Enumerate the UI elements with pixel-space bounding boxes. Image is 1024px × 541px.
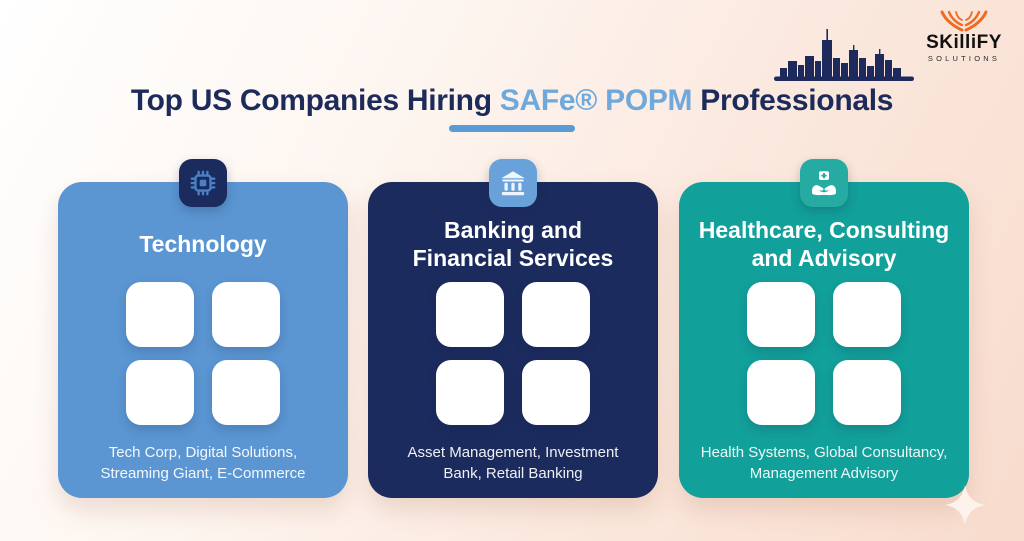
card-title-line: Healthcare, Consulting bbox=[698, 217, 950, 243]
card-title: Banking and Financial Services bbox=[413, 215, 614, 273]
brand-logo: SKilliFY SOLUTIONS bbox=[916, 10, 1012, 63]
card-title-line: Technology bbox=[139, 231, 267, 257]
companies-line: Tech Corp, Digital Solutions, bbox=[108, 444, 298, 461]
logo-placeholder bbox=[522, 360, 590, 425]
companies-line: Asset Management, Investment bbox=[407, 444, 619, 461]
card-title: Technology bbox=[139, 215, 266, 273]
companies-line: Management Advisory bbox=[749, 465, 899, 482]
brand-tagline: SOLUTIONS bbox=[927, 54, 1001, 63]
card-companies: Tech Corp, Digital Solutions, Streaming … bbox=[100, 442, 305, 484]
card-title-line: and Advisory bbox=[751, 245, 897, 271]
page-title-prefix: Top US Companies Hiring bbox=[130, 84, 500, 117]
card-healthcare: Healthcare, Consulting and Advisory Heal… bbox=[679, 159, 969, 498]
logo-placeholder-grid bbox=[436, 282, 590, 425]
logo-placeholder bbox=[436, 360, 504, 425]
logo-placeholder bbox=[747, 282, 815, 347]
logo-placeholder bbox=[126, 282, 194, 347]
card-banking: Banking and Financial Services Asset Man… bbox=[368, 159, 658, 498]
logo-placeholder-grid bbox=[747, 282, 901, 425]
card-companies: Health Systems, Global Consultancy, Mana… bbox=[701, 442, 948, 484]
card-title-line: Financial Services bbox=[412, 245, 614, 271]
companies-line: Health Systems, Global Consultancy, bbox=[700, 444, 948, 461]
logo-placeholder bbox=[436, 282, 504, 347]
page-title-highlight: SAFe® POPM bbox=[499, 84, 693, 117]
city-skyline-icon bbox=[773, 27, 915, 82]
companies-line: Streaming Giant, E-Commerce bbox=[100, 465, 306, 482]
logo-placeholder bbox=[212, 360, 280, 425]
logo-placeholder bbox=[747, 360, 815, 425]
brand-name: SKilliFY bbox=[926, 32, 1002, 53]
logo-placeholder bbox=[522, 282, 590, 347]
bank-icon bbox=[489, 159, 537, 207]
page-title: Top US Companies Hiring SAFe® POPM Profe… bbox=[0, 84, 1024, 118]
title-underline bbox=[449, 125, 575, 132]
logo-placeholder bbox=[126, 360, 194, 425]
chip-icon bbox=[179, 159, 227, 207]
logo-placeholder bbox=[833, 360, 901, 425]
card-technology: Technology Tech Corp, Digital Solutions,… bbox=[58, 159, 348, 498]
card-companies: Asset Management, Investment Bank, Retai… bbox=[408, 442, 619, 484]
companies-line: Bank, Retail Banking bbox=[443, 465, 583, 482]
card-title-line: Banking and bbox=[443, 217, 582, 243]
card-title: Healthcare, Consulting and Advisory bbox=[699, 215, 949, 273]
care-hands-icon bbox=[800, 159, 848, 207]
logo-placeholder bbox=[833, 282, 901, 347]
page-title-suffix: Professionals bbox=[692, 84, 894, 117]
sparkle-icon bbox=[944, 484, 986, 531]
logo-placeholder bbox=[212, 282, 280, 347]
brand-wings-icon bbox=[940, 10, 988, 32]
logo-placeholder-grid bbox=[126, 282, 280, 425]
